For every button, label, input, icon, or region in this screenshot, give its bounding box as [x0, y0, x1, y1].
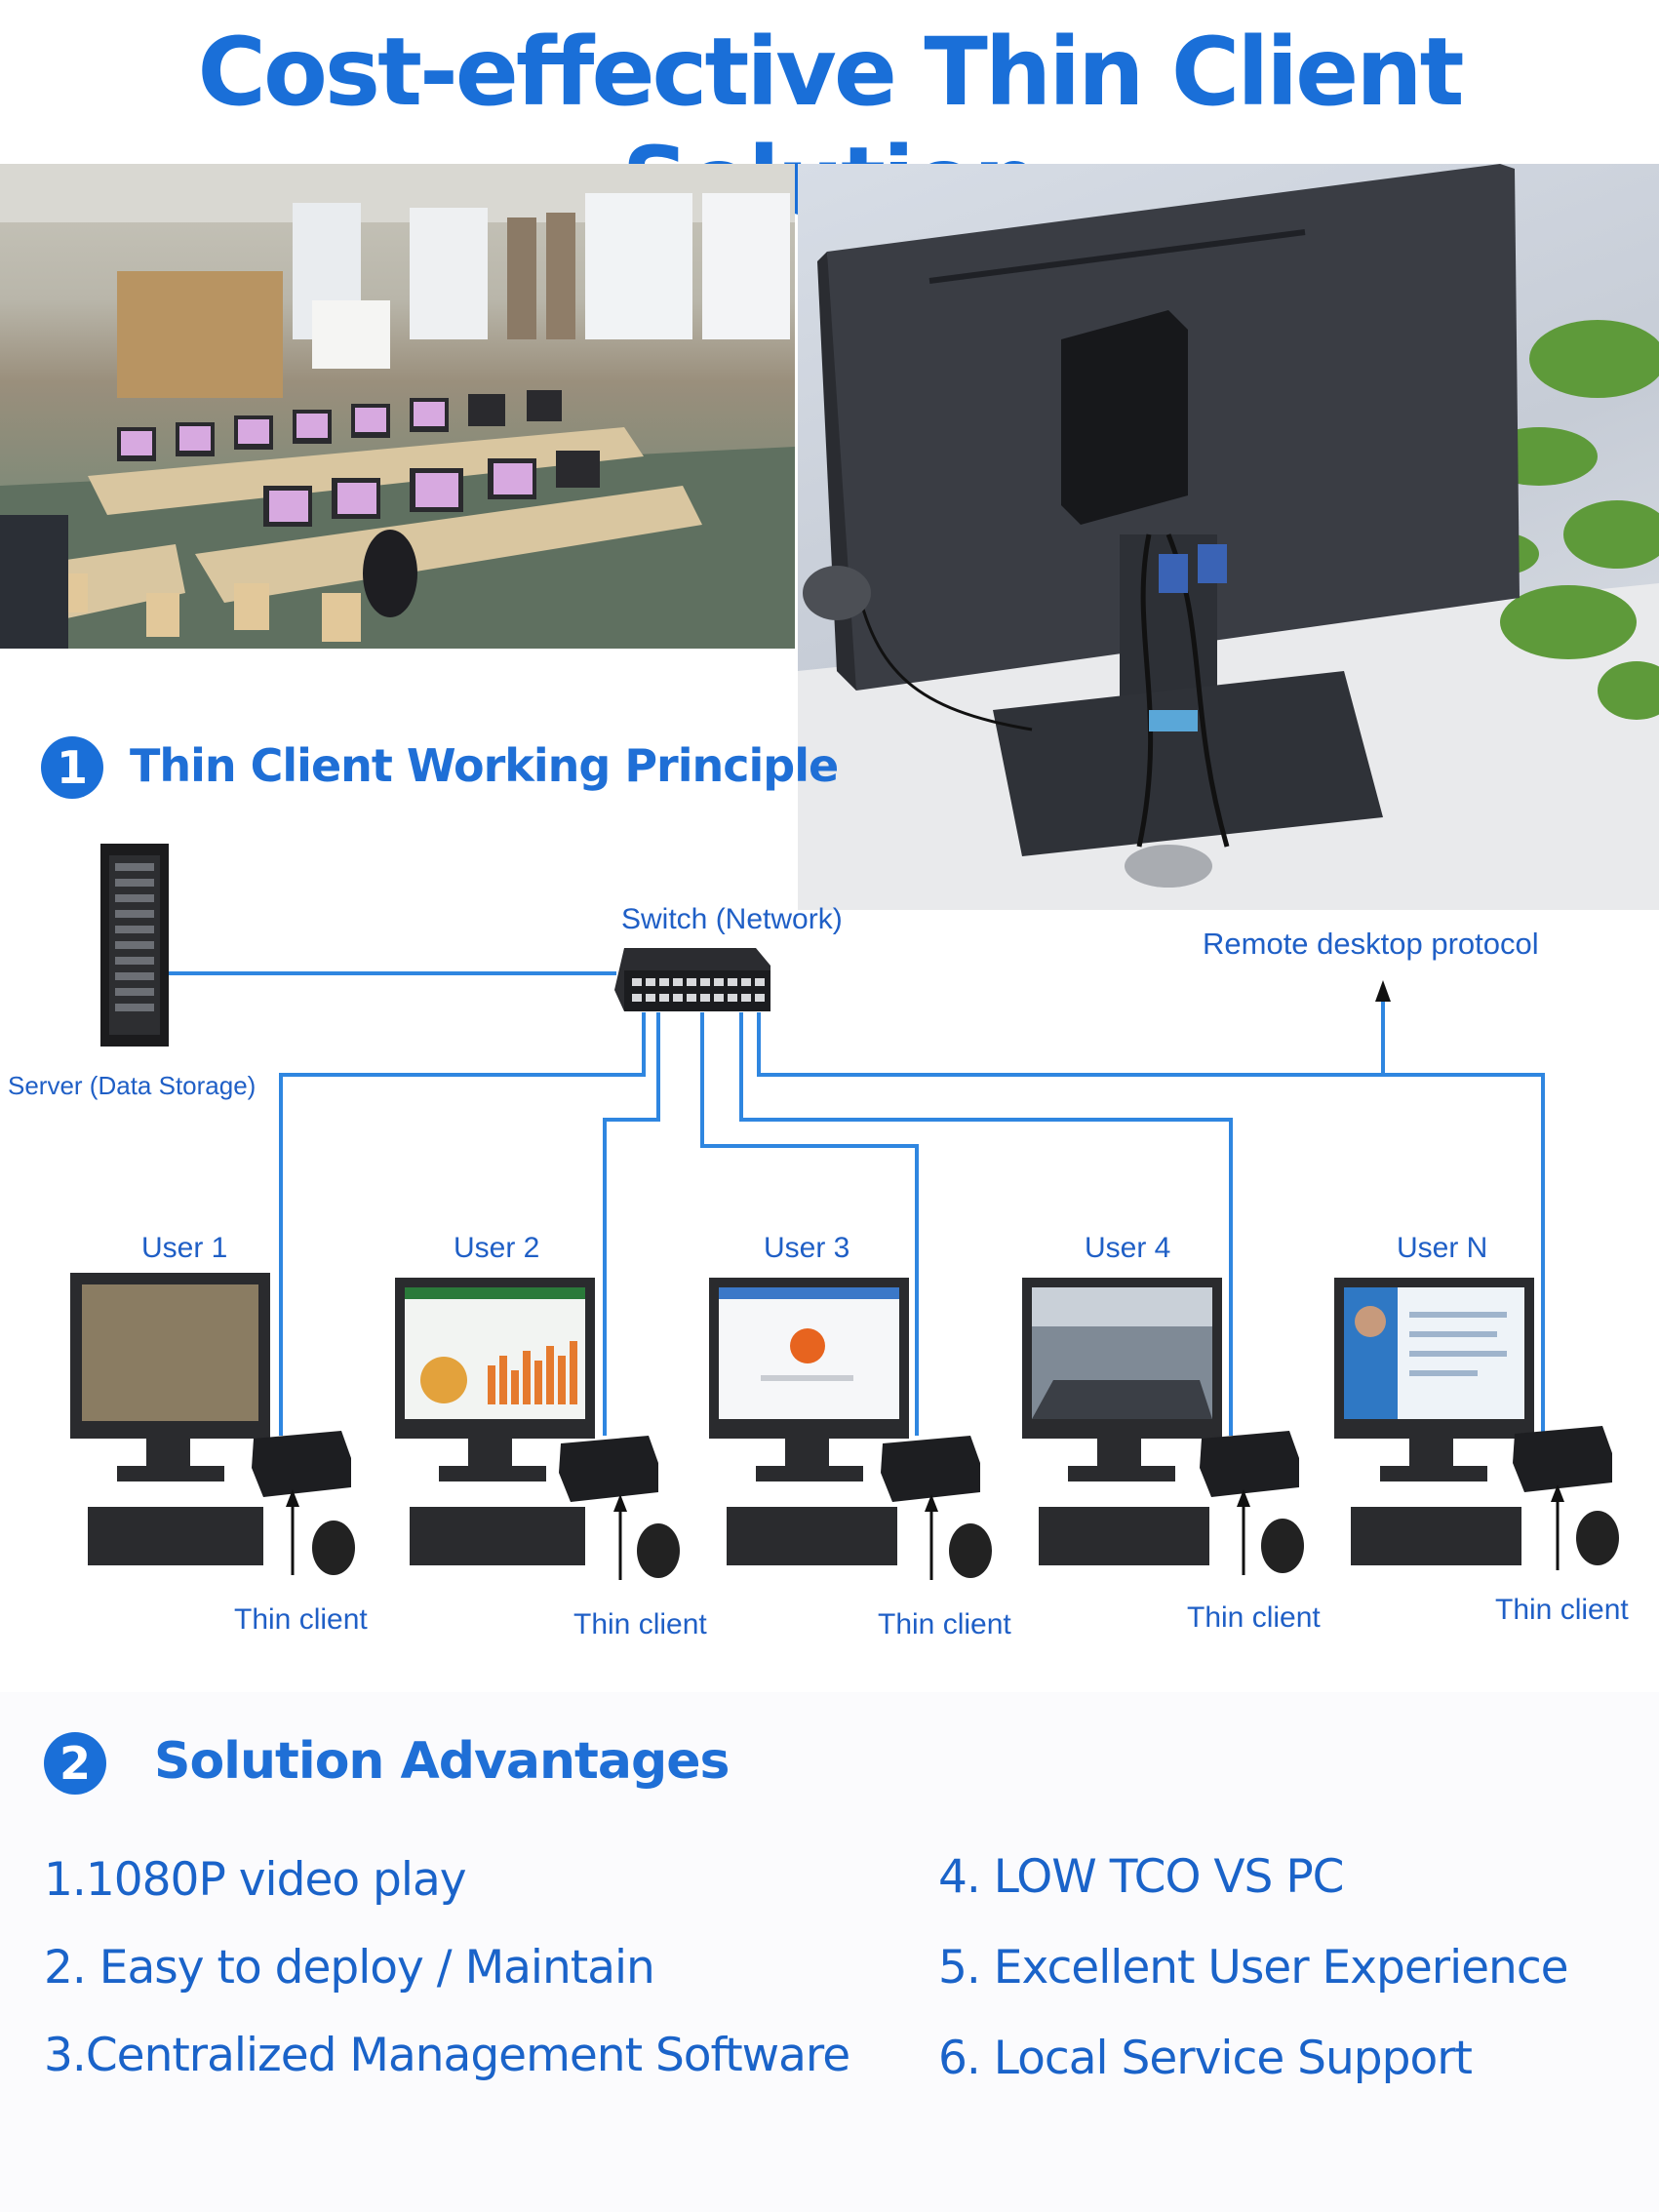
user-label: User 3 [764, 1232, 849, 1264]
protocol-arrow-icon [1375, 980, 1391, 1002]
user-label: User 2 [454, 1232, 539, 1264]
switch-icon [614, 948, 770, 1011]
thin-client-label: Thin client [234, 1603, 368, 1636]
advantage-item: 3.Centralized Management Software [44, 2029, 850, 2082]
user-station-n: User N Thin client [1334, 1232, 1629, 1626]
advantage-item: 2. Easy to deploy / Maintain [44, 1941, 655, 1995]
server-icon [100, 844, 169, 1047]
thin-client-label: Thin client [878, 1608, 1011, 1640]
thin-client-label: Thin client [1495, 1594, 1629, 1626]
network-diagram: Server (Data Storage) Switch (Network) R… [8, 844, 1629, 1640]
user-station-3: User 3 Thin client [709, 1232, 1011, 1640]
section-2-number: 2 [44, 1732, 106, 1795]
user-label: User N [1397, 1232, 1487, 1264]
user-label: User 1 [141, 1232, 227, 1264]
thin-client-label: Thin client [1187, 1601, 1321, 1634]
user-station-2: User 2 Thin client [395, 1232, 707, 1640]
advantage-item: 1.1080P video play [44, 1853, 467, 1907]
advantage-item: 5. Excellent User Experience [938, 1941, 1569, 1995]
section-1-heading: Thin Client Working Principle [130, 739, 839, 792]
advantage-item: 6. Local Service Support [938, 2032, 1473, 2085]
switch-label: Switch (Network) [621, 903, 843, 935]
server-label: Server (Data Storage) [8, 1071, 256, 1100]
user-label: User 4 [1085, 1232, 1170, 1264]
user-station-1: User 1 Thin client [70, 1232, 368, 1636]
network-lines [169, 971, 1545, 1436]
protocol-label: Remote desktop protocol [1203, 927, 1539, 961]
advantage-item: 4. LOW TCO VS PC [938, 1850, 1344, 1904]
thin-client-label: Thin client [573, 1608, 707, 1640]
classroom-photo [0, 164, 795, 649]
section-1-number: 1 [41, 736, 103, 799]
user-station-4: User 4 Thin client [1022, 1232, 1321, 1634]
monitor-thin-client-photo [798, 164, 1659, 910]
advantages-panel [0, 1692, 1659, 2212]
section-2-heading: Solution Advantages [154, 1732, 730, 1791]
